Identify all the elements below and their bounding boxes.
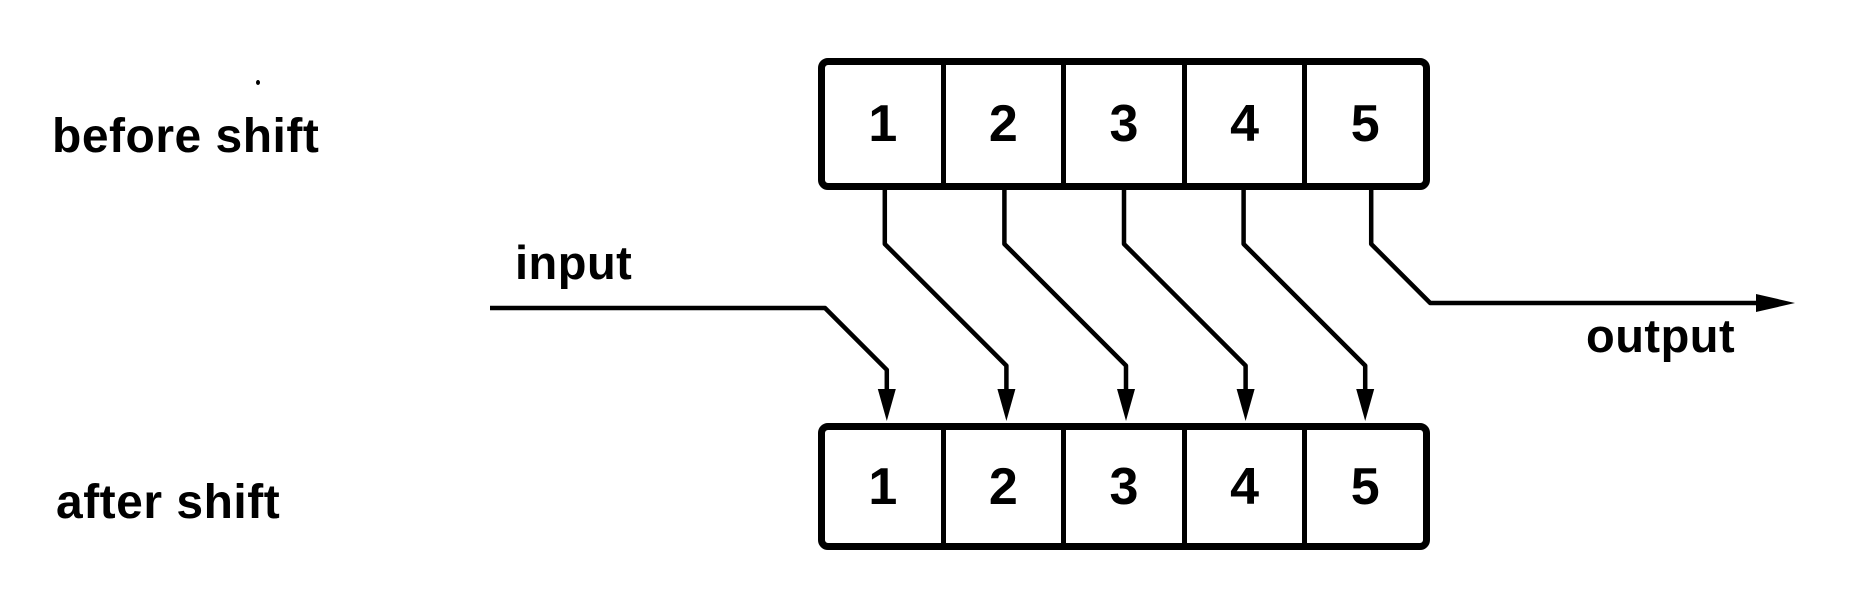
after-shift-label: after shift xyxy=(56,476,281,529)
after-cell-value: 2 xyxy=(988,457,1018,516)
input-line xyxy=(490,305,890,397)
after-cell-value: 1 xyxy=(868,457,898,516)
before-register-cell-4: 4 xyxy=(1187,65,1308,183)
before-register-cell-5: 5 xyxy=(1307,65,1423,183)
shift-arrowhead-4 xyxy=(1236,389,1255,421)
shift-arrowhead-5 xyxy=(1356,389,1375,421)
shift-line-3-to-4 xyxy=(1121,187,1248,397)
shift-line-2-to-3 xyxy=(1002,187,1129,397)
before-cell-value: 1 xyxy=(868,95,898,153)
input-label: input xyxy=(515,236,633,289)
before-cell-value: 3 xyxy=(1109,95,1139,153)
before-register-cell-1: 1 xyxy=(825,65,946,183)
before-shift-register: 1 2 3 4 5 xyxy=(818,58,1430,190)
shift-arrowhead-3 xyxy=(1117,389,1135,421)
before-register-cell-2: 2 xyxy=(946,65,1067,183)
before-cell-value: 2 xyxy=(988,95,1018,153)
before-shift-label: before shift xyxy=(52,110,320,163)
input-arrowhead xyxy=(877,389,896,421)
shift-line-4-to-5 xyxy=(1241,187,1368,397)
output-line xyxy=(1368,187,1758,306)
after-cell-value: 4 xyxy=(1230,457,1260,516)
after-cell-value: 3 xyxy=(1109,457,1139,516)
ink-speck xyxy=(256,80,260,85)
output-arrowhead xyxy=(1756,294,1795,312)
after-shift-register: 1 2 3 4 5 xyxy=(818,423,1430,550)
after-register-cell-1: 1 xyxy=(825,430,946,543)
after-register-cell-3: 3 xyxy=(1066,430,1187,543)
before-register-cell-3: 3 xyxy=(1066,65,1187,183)
after-cell-value: 5 xyxy=(1350,457,1380,516)
output-label: output xyxy=(1586,309,1736,362)
shift-arrowhead-2 xyxy=(997,389,1016,421)
after-register-cell-2: 2 xyxy=(946,430,1067,543)
shift-line-1-to-2 xyxy=(882,187,1009,397)
after-register-cell-5: 5 xyxy=(1307,430,1423,543)
before-cell-value: 4 xyxy=(1230,95,1260,153)
before-cell-value: 5 xyxy=(1350,95,1380,153)
after-register-cell-4: 4 xyxy=(1187,430,1308,543)
